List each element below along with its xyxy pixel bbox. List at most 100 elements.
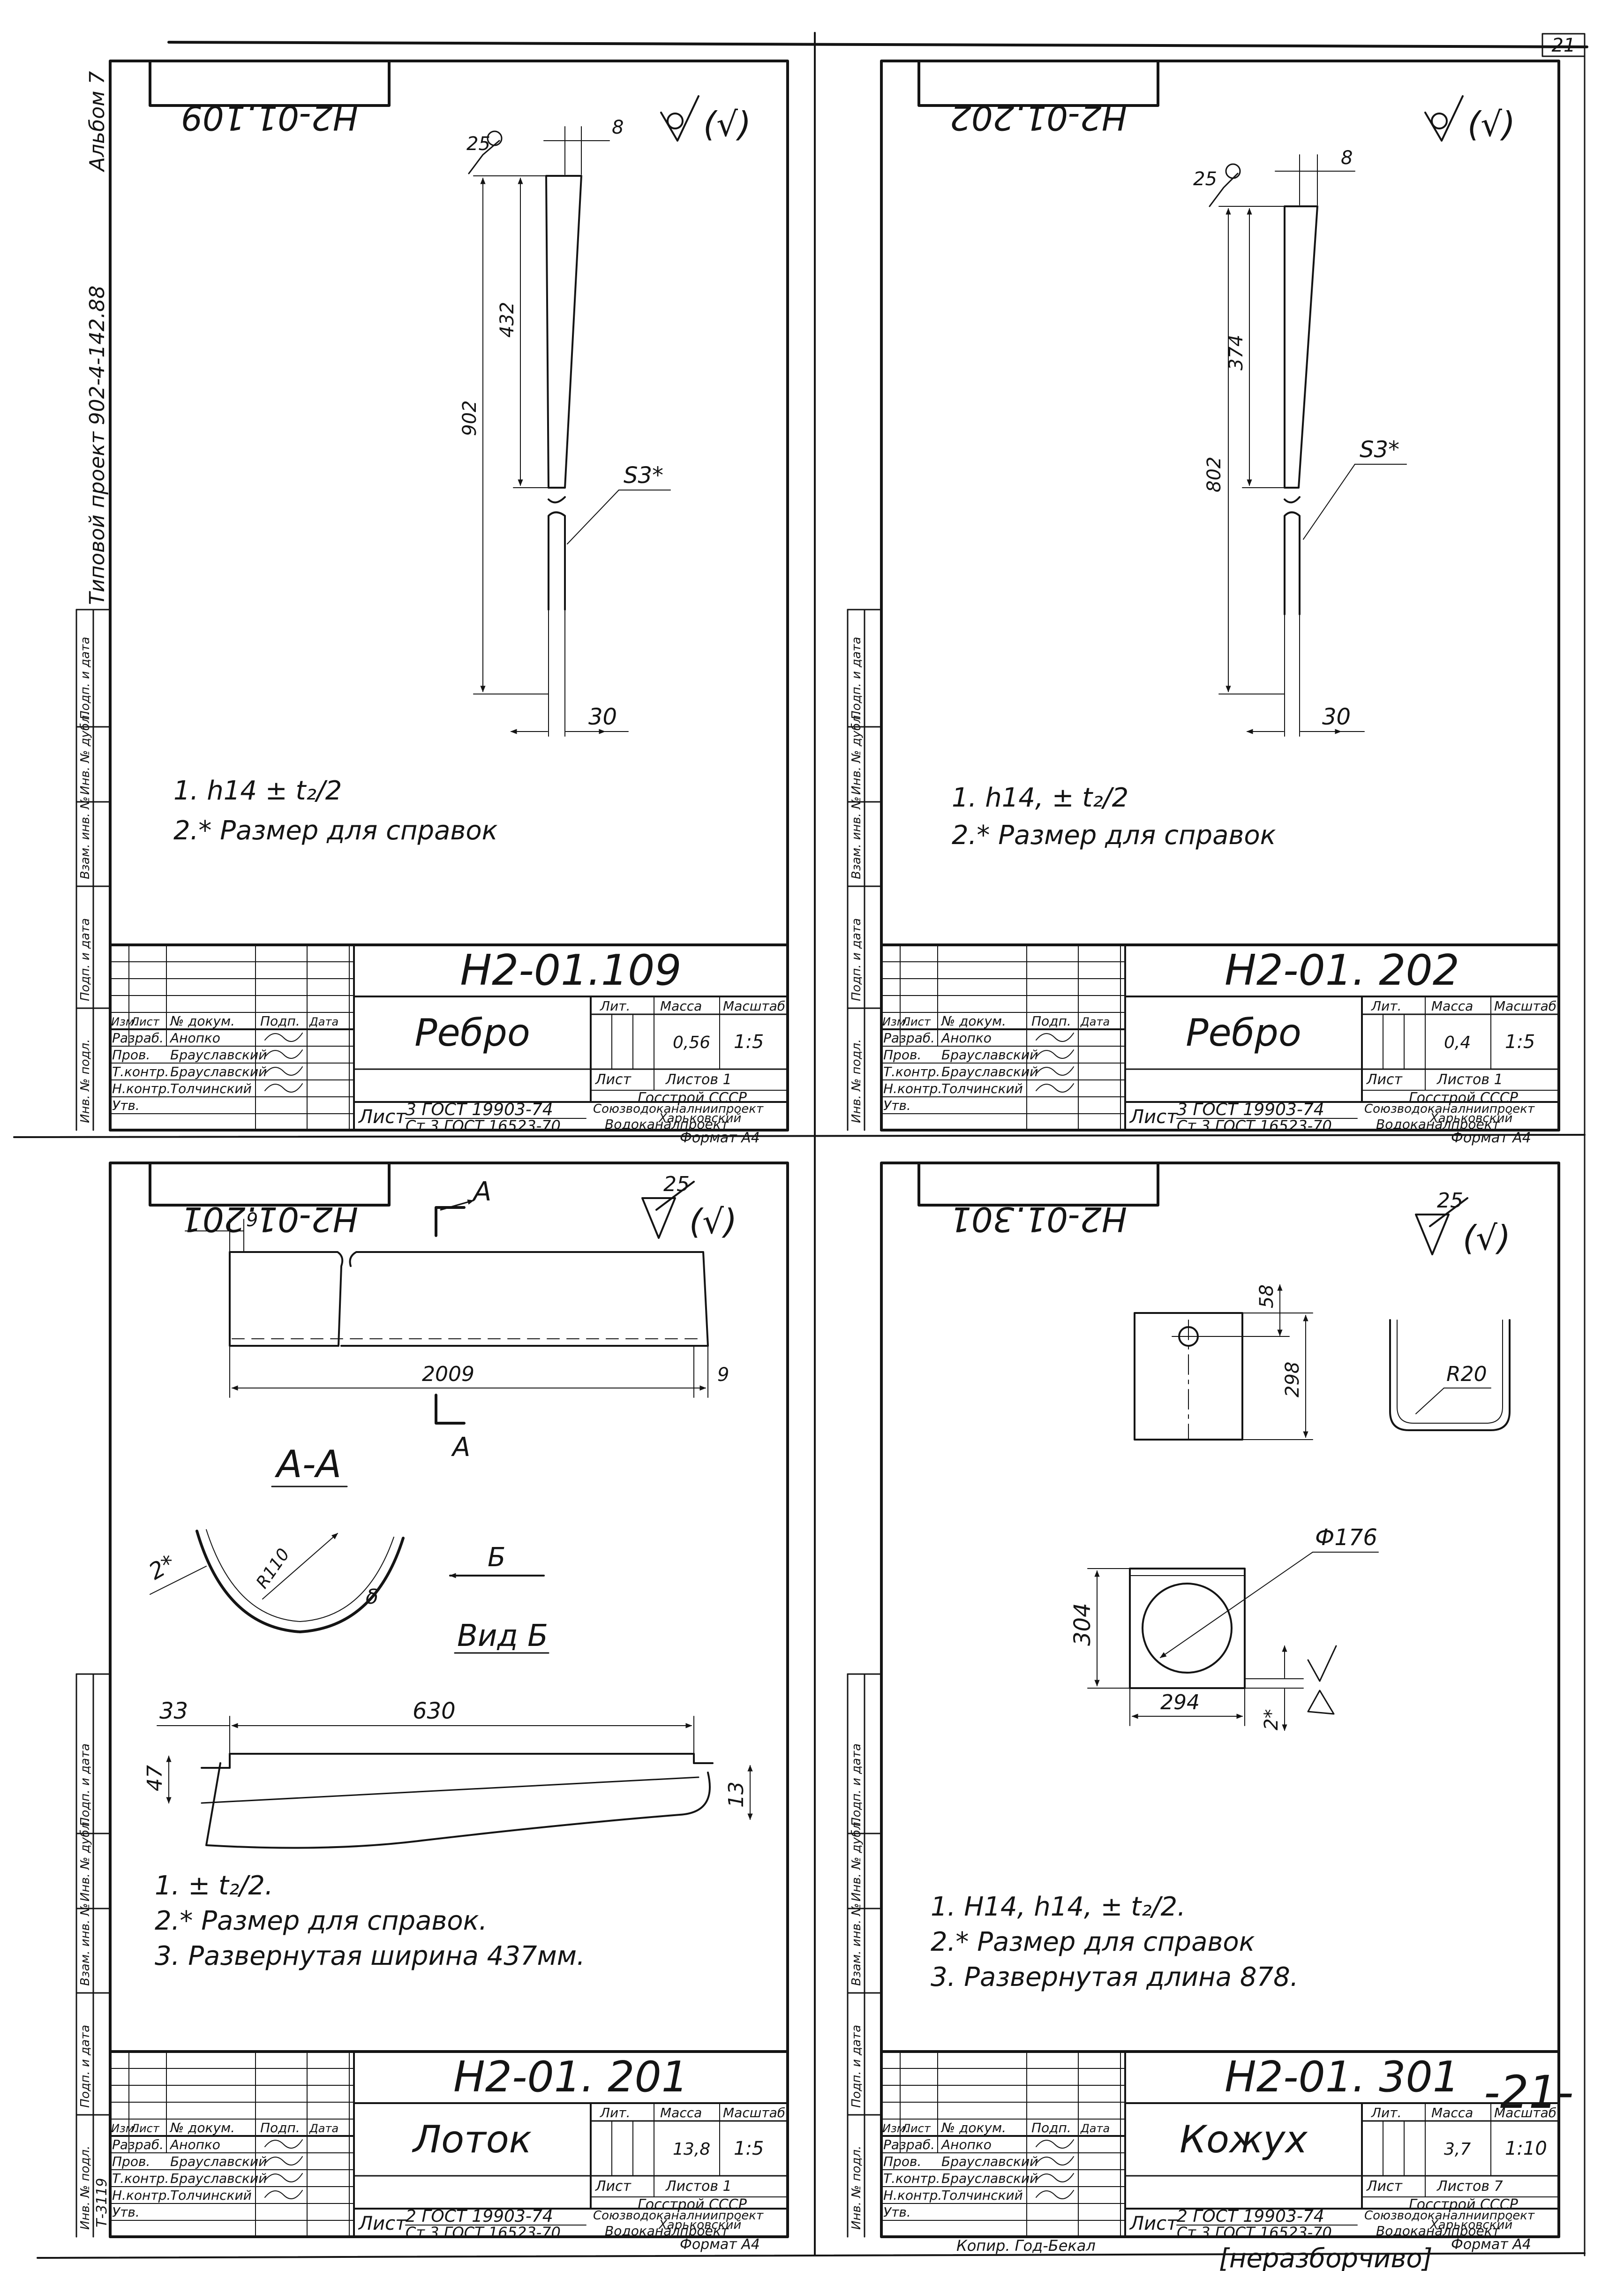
svg-text:Лит.: Лит.	[600, 2105, 630, 2120]
mass-value: 3,7	[1444, 2140, 1471, 2159]
dim-v-r: 13	[724, 1781, 748, 1808]
svg-text:Госстрой СССР: Госстрой СССР	[638, 2196, 747, 2213]
sheet-rebro-109: Н2-01.109 (√) 902 432 8 25 S3* 30 1. h	[109, 60, 789, 1132]
svg-text:Пров.: Пров.	[112, 2154, 150, 2169]
svg-text:Листов 1: Листов 1	[665, 2178, 732, 2195]
finish-value: 25	[663, 1172, 690, 1196]
svg-text:Брауславский: Брауславский	[170, 1064, 267, 1079]
finish-value: 25	[1437, 1189, 1463, 1213]
svg-text:Т.контр.: Т.контр.	[112, 2171, 169, 2186]
material-1: 2 ГОСТ 19903-74	[406, 2207, 553, 2226]
svg-text:Лист: Лист	[358, 1106, 407, 1128]
dim-bottom: 30	[588, 704, 617, 730]
svg-text:Подп.: Подп.	[1031, 1013, 1071, 1029]
svg-text:Масса: Масса	[660, 2105, 702, 2120]
svg-text:Харьковский: Харьковский	[1429, 2218, 1512, 2232]
svg-text:№ докум.: № докум.	[169, 2120, 235, 2135]
svg-text:Дата: Дата	[1080, 1015, 1110, 1028]
material-2: Ст.3 ГОСТ 16523-70	[406, 1117, 561, 1135]
scale-value: 1:5	[1505, 1031, 1535, 1053]
svg-text:Лист: Лист	[358, 2213, 407, 2234]
mass-value: 0,4	[1444, 1033, 1471, 1052]
svg-text:Анопко: Анопко	[940, 2137, 992, 2152]
material-1: 3 ГОСТ 19903-74	[406, 1100, 553, 1119]
dim-roughness: 25	[466, 133, 490, 155]
svg-text:Формат А4: Формат А4	[1451, 2236, 1531, 2253]
bottom-stamp: [неразборчиво]	[1219, 2243, 1433, 2271]
svg-text:№ докум.: № докум.	[940, 2120, 1006, 2135]
note-1: 1. ± t₂/2.	[155, 1871, 273, 1901]
svg-text:Масса: Масса	[660, 998, 702, 1014]
svg-text:Лист: Лист	[902, 1015, 931, 1028]
svg-text:Подп.: Подп.	[260, 2120, 300, 2135]
svg-text:Изм.: Изм.	[111, 1015, 137, 1028]
svg-text:Лист: Лист	[1366, 2178, 1403, 2195]
svg-text:Н.контр.: Н.контр.	[112, 2188, 171, 2203]
svg-text:Масса: Масса	[1431, 2105, 1473, 2120]
svg-text:Водоканалпроект: Водоканалпроект	[1376, 2223, 1500, 2239]
svg-text:Харьковский: Харьковский	[1429, 1111, 1512, 1125]
cut-label-bottom: А	[451, 1432, 470, 1463]
dim-top: 8	[612, 117, 624, 138]
part-name: Кожух	[1180, 2118, 1308, 2161]
dim-roughness: 25	[1193, 168, 1217, 190]
inventory-number: Т-3119	[94, 2178, 110, 2228]
note-3: 3. Развернутая ширина 437мм.	[155, 1941, 585, 1971]
svg-text:Анопко: Анопко	[940, 1030, 992, 1046]
svg-text:Масштаб: Масштаб	[1494, 2105, 1556, 2120]
scale-value: 1:5	[734, 2138, 764, 2159]
finish-mark: (√)	[1463, 1218, 1511, 1258]
side-label: Подп. и дата	[78, 918, 92, 1001]
margin-titles: Альбом 7 Типовой проект 902-4-142.88	[85, 71, 109, 605]
svg-text:Лит.: Лит.	[600, 998, 630, 1014]
svg-text:Лит.: Лит.	[1371, 998, 1401, 1014]
bottom-extras: -21- Копир. Год-Бекал [неразборчиво]	[956, 2066, 1573, 2271]
svg-text:Дата: Дата	[309, 1015, 338, 1028]
svg-text:Брауславский: Брауславский	[170, 2171, 267, 2186]
mirrored-code: Н2-01.201	[181, 1200, 358, 1239]
svg-text:Брауславский: Брауславский	[941, 2154, 1038, 2169]
svg-text:Т.контр.: Т.контр.	[883, 2171, 940, 2186]
svg-text:Толчинский: Толчинский	[941, 1081, 1023, 1096]
svg-text:Лист: Лист	[595, 1071, 632, 1088]
svg-text:Лист: Лист	[595, 2178, 632, 2195]
svg-text:Лит.: Лит.	[1371, 2105, 1401, 2120]
svg-text:№ докум.: № докум.	[169, 1013, 235, 1029]
section-label: А-А	[274, 1442, 341, 1486]
svg-text:Масштаб: Масштаб	[723, 2105, 785, 2120]
side-label: Подп. и дата	[850, 1743, 864, 1826]
side-label: Инв. № подл.	[850, 1039, 864, 1123]
svg-text:Формат А4: Формат А4	[1451, 1130, 1531, 1146]
note-1: 1. h14, ± t₂/2	[952, 783, 1128, 813]
svg-text:Лист: Лист	[130, 2122, 160, 2135]
svg-text:Масса: Масса	[1431, 998, 1473, 1014]
sheet-corner-number: 21	[1552, 35, 1576, 56]
svg-text:Масштаб: Масштаб	[723, 998, 785, 1014]
svg-text:Водоканалпроект: Водоканалпроект	[605, 1117, 729, 1132]
dim-side-h: 304	[1069, 1603, 1096, 1646]
part-name: Ребро	[1186, 1011, 1301, 1055]
side-label: Инв. № дубл.	[78, 1818, 92, 1901]
sheet-rebro-202: Н2-01.202 (√) 802 374 8 25 S3* 30 1. h14…	[880, 60, 1560, 1132]
big-sheet-number: -21-	[1484, 2066, 1573, 2119]
svg-text:Лист: Лист	[1129, 1106, 1178, 1128]
dim-left: 9	[246, 1209, 258, 1231]
side-label: Инв. № подл.	[850, 2146, 864, 2230]
note-3: 3. Развернутая длина 878.	[931, 1962, 1299, 1992]
material-2: Ст.3 ГОСТ 16523-70	[406, 2224, 561, 2241]
mirrored-code: Н2-01.202	[950, 98, 1127, 137]
svg-text:Толчинский: Толчинский	[941, 2188, 1023, 2203]
side-label: Взам. инв. №	[78, 1903, 92, 1986]
drawing-code: Н2-01. 201	[453, 2052, 688, 2102]
svg-text:Союзводоканалниипроект: Союзводоканалниипроект	[593, 2209, 764, 2223]
material-1: 2 ГОСТ 19903-74	[1177, 2207, 1324, 2226]
finish-mark: (√)	[703, 105, 751, 144]
svg-text:№ докум.: № докум.	[940, 1013, 1006, 1029]
svg-text:Харьковский: Харьковский	[658, 1111, 741, 1125]
